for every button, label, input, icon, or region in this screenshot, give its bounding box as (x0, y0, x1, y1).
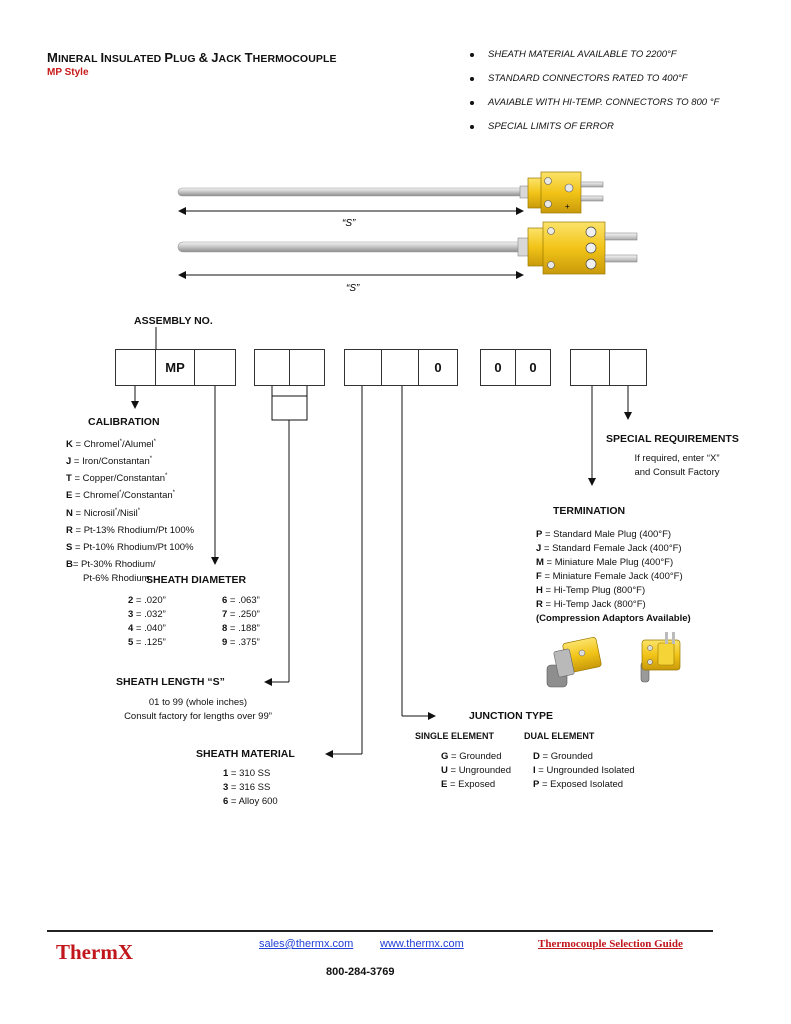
plug-photo (546, 637, 602, 688)
assembly-box-junction[interactable] (381, 349, 419, 386)
feature-item: SPECIAL LIMITS OF ERROR (468, 121, 719, 145)
sheath-length-range: 01 to 99 (whole inches) (148, 697, 248, 708)
calibration-item: K = Chromel*/Alumel* (66, 439, 156, 451)
feature-list: SHEATH MATERIAL AVAILABLE TO 2200°F STAN… (468, 49, 719, 145)
page-title: MINERAL INSULATED PLUG & JACK THERMOCOUP… (47, 50, 337, 65)
termination-item: H = Hi-Temp Plug (800°F) (536, 585, 646, 596)
arrow-heads (131, 401, 632, 758)
sheath-diameter-heading: SHEATH DIAMETER (146, 574, 247, 586)
calibration-item: S = Pt-10% Rhodium/Pt 100% (66, 542, 194, 554)
junction-item: D = Grounded (533, 751, 593, 762)
material-item: 1 = 310 SS (223, 768, 271, 779)
assembly-box-material[interactable] (344, 349, 382, 386)
calibration-item: N = Nicrosil*/Nisil* (66, 507, 141, 519)
diameter-item: 8 = .188” (222, 623, 260, 634)
standard-plug-probe (177, 221, 638, 275)
material-item: 6 = Alloy 600 (223, 796, 278, 807)
jack-photo (640, 632, 681, 683)
diameter-list-right: 6 = .063” 7 = .250” 8 = .188” 9 = .375” (222, 594, 282, 650)
termination-item: F = Miniature Female Jack (400°F) (536, 571, 683, 582)
termination-item: P = Standard Male Plug (400°F) (536, 529, 672, 540)
junction-single-list: G = Grounded U = Ungrounded E = Exposed (441, 750, 511, 792)
feature-item: AVAIABLE WITH HI-TEMP. CONNECTORS TO 800… (468, 97, 719, 121)
material-item: 3 = 316 SS (223, 782, 271, 793)
termination-item: R = Hi-Temp Jack (800°F) (536, 599, 646, 610)
assembly-label: ASSEMBLY NO. (134, 315, 213, 327)
calibration-item-continued: Pt-6% Rhodium (83, 573, 150, 585)
sheath-material-list: 1 = 310 SS 3 = 316 SS 6 = Alloy 600 (223, 767, 278, 809)
diameter-item: 7 = .250” (222, 609, 260, 620)
selection-guide-link[interactable]: Thermocouple Selection Guide (538, 938, 683, 950)
termination-note: (Compression Adaptors Available) (536, 613, 691, 624)
junction-item: E = Exposed (441, 779, 496, 790)
junction-item: P = Exposed Isolated (533, 779, 624, 790)
assembly-box-termination[interactable] (570, 349, 610, 386)
junction-single-heading: SINGLE ELEMENT (415, 731, 495, 741)
feature-item: SHEATH MATERIAL AVAILABLE TO 2200°F (468, 49, 719, 73)
sheath-length-note: Consult factory for lengths over 99” (124, 711, 272, 722)
diameter-item: 4 = .040” (128, 623, 166, 634)
length-label: “S” (342, 218, 356, 229)
assembly-box-length-2[interactable] (289, 349, 325, 386)
page-subtitle: MP Style (47, 67, 89, 78)
special-notes: If required, enter “X” and Consult Facto… (612, 452, 742, 480)
diameter-item: 2 = .020” (128, 595, 166, 606)
assembly-box-style: MP (155, 349, 195, 386)
footer-divider (47, 930, 713, 932)
phone-number: 800-284-3769 (326, 966, 395, 978)
assembly-box-special[interactable] (609, 349, 647, 386)
termination-item: M = Miniature Male Plug (400°F) (536, 557, 674, 568)
special-note-line: and Consult Factory (634, 467, 720, 478)
plus-mark: + (565, 202, 570, 211)
diameter-item: 9 = .375” (222, 637, 260, 648)
assembly-box-fixed-3: 0 (515, 349, 551, 386)
sheath-length-notes: 01 to 99 (whole inches) Consult factory … (98, 696, 298, 724)
diameter-item: 5 = .125” (128, 637, 166, 648)
junction-item: U = Ungrounded (441, 765, 511, 776)
assembly-box-fixed-1: 0 (418, 349, 458, 386)
special-note-line: If required, enter “X” (634, 453, 720, 464)
calibration-item: E = Chromel*/Constantan* (66, 490, 175, 502)
junction-dual-heading: DUAL ELEMENT (524, 731, 595, 741)
junction-heading: JUNCTION TYPE (469, 710, 554, 722)
special-heading: SPECIAL REQUIREMENTS (606, 433, 739, 445)
assembly-box-calibration[interactable] (115, 349, 155, 386)
thermx-logo: ThermX (56, 940, 133, 964)
junction-item: I = Ungrounded Isolated (533, 765, 635, 776)
diameter-list-left: 2 = .020” 3 = .032” 4 = .040” 5 = .125” (128, 594, 188, 650)
assembly-box-diameter[interactable] (194, 349, 236, 386)
junction-item: G = Grounded (441, 751, 502, 762)
miniature-plug-probe: + (177, 171, 604, 214)
calibration-item: R = Pt-13% Rhodium/Pt 100% (66, 524, 195, 536)
sheath-length-heading: SHEATH LENGTH “S” (116, 676, 225, 688)
calibration-item: T = Copper/Constantan* (66, 473, 168, 485)
assembly-box-fixed-2: 0 (480, 349, 516, 386)
length-label: “S” (346, 283, 360, 294)
email-link[interactable]: sales@thermx.com (259, 938, 354, 950)
diameter-item: 6 = .063” (222, 595, 260, 606)
sheath-material-heading: SHEATH MATERIAL (196, 748, 295, 760)
calibration-item: B= Pt-30% Rhodium/ (66, 559, 156, 571)
calibration-list: K = Chromel*/Alumel* J = Iron/Constantan*… (66, 435, 194, 586)
junction-dual-list: D = Grounded I = Ungrounded Isolated P =… (533, 750, 635, 792)
connector-lines (134, 327, 629, 755)
termination-item: J = Standard Female Jack (400°F) (536, 543, 682, 554)
diameter-item: 3 = .032” (128, 609, 166, 620)
website-link[interactable]: www.thermx.com (380, 938, 464, 950)
calibration-item: J = Iron/Constantan* (66, 456, 153, 468)
assembly-box-length-1[interactable] (254, 349, 290, 386)
feature-item: STANDARD CONNECTORS RATED TO 400°F (468, 73, 719, 97)
termination-list: P = Standard Male Plug (400°F) J = Stand… (536, 528, 691, 626)
calibration-heading: CALIBRATION (88, 416, 160, 428)
termination-heading: TERMINATION (553, 505, 626, 517)
